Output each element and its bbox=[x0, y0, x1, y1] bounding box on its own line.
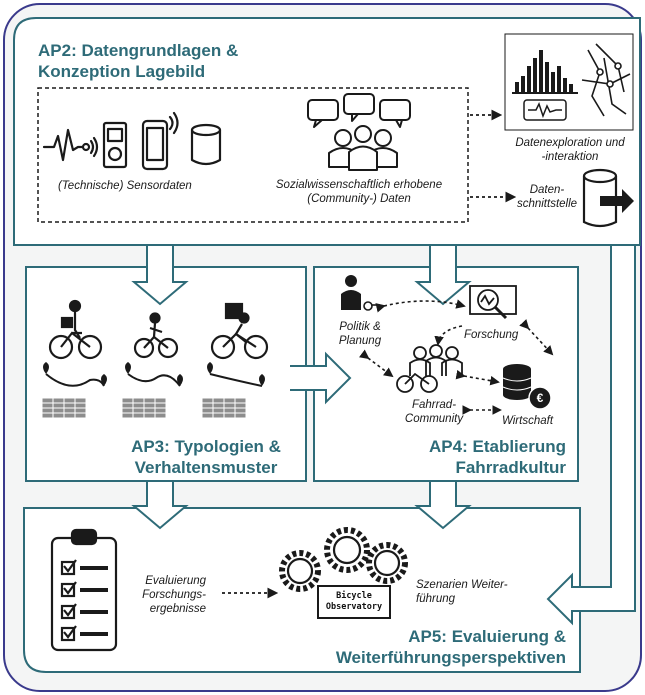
exploration-line1: Datenexploration und bbox=[515, 137, 625, 149]
ap5-box bbox=[23, 507, 581, 673]
observatory-box bbox=[317, 585, 391, 619]
wirtschaft-icon: € bbox=[502, 364, 552, 410]
ap4-title: AP4: Etablierung Fahrradkultur bbox=[400, 436, 566, 478]
ap2-box bbox=[13, 17, 641, 246]
arrow-ap3-ap5 bbox=[131, 482, 189, 530]
arrow-right-to-ap5 bbox=[546, 246, 636, 626]
clipboard-lines bbox=[80, 566, 108, 636]
community-people-icon bbox=[307, 93, 411, 171]
route-paths bbox=[45, 373, 263, 387]
exploration-label: Datenexploration und -interaktion bbox=[502, 136, 638, 164]
ap2-title-line1: AP2: Datengrundlagen & bbox=[38, 41, 239, 60]
politik-line2: Planung bbox=[338, 335, 382, 347]
location-pins bbox=[43, 362, 265, 386]
interface-line1: Daten- bbox=[529, 184, 565, 196]
ap5-title-line2: Weiterführungsperspektiven bbox=[335, 648, 566, 667]
mini-sensor-icon bbox=[523, 99, 567, 121]
ap4-title-line1: AP4: Etablierung bbox=[429, 437, 566, 456]
ap3-title-line1: AP3: Typologien & bbox=[131, 437, 281, 456]
eval-line2: Forschungs- bbox=[142, 589, 206, 601]
bar-chart-icon bbox=[512, 50, 578, 94]
arrow-ap4-ap5 bbox=[414, 482, 472, 530]
bicycle-commuter-icon bbox=[48, 299, 103, 360]
social-data-line2: (Community-) Daten bbox=[307, 193, 411, 205]
data-sources-dashed-box bbox=[37, 87, 469, 223]
community-line1: Fahrrad- bbox=[411, 399, 457, 411]
ap5-title: AP5: Evaluierung & Weiterführungsperspek… bbox=[300, 626, 566, 668]
interface-label: Daten- schnittstelle bbox=[512, 183, 582, 211]
ap5-title-line1: AP5: Evaluierung & bbox=[408, 627, 566, 646]
ap2-title: AP2: Datengrundlagen & Konzeption Lagebi… bbox=[38, 40, 238, 82]
observatory-line2: Observatory bbox=[325, 602, 383, 612]
actor-politik-label: Politik & Planung bbox=[330, 320, 390, 348]
szenarien-line2: führung bbox=[416, 593, 456, 605]
social-data-line1: Sozialwissenschaftlich erhobene bbox=[275, 179, 443, 191]
map-network-icon bbox=[581, 43, 631, 117]
sensor-label: (Technische) Sensordaten bbox=[58, 180, 192, 192]
ap4-title-line2: Fahrradkultur bbox=[455, 458, 566, 477]
sensor-icons bbox=[42, 111, 222, 171]
gears-icon bbox=[279, 527, 408, 592]
community-cyclist-icon bbox=[396, 344, 463, 393]
szenarien-line1: Szenarien Weiter- bbox=[416, 579, 508, 591]
ap3-title-line2: Verhaltensmuster bbox=[134, 458, 278, 477]
politik-line1: Politik & bbox=[339, 321, 381, 333]
ap3-title: AP3: Typologien & Verhaltensmuster bbox=[118, 436, 294, 478]
exploration-line2: -interaktion bbox=[541, 151, 599, 163]
actor-forschung-label: Forschung bbox=[464, 329, 519, 341]
actor-relations bbox=[358, 299, 554, 415]
community-line2: Community bbox=[404, 413, 464, 425]
eval-line3: ergebnisse bbox=[149, 603, 206, 615]
arrow-ap2-ap3 bbox=[131, 246, 189, 306]
eval-line1: Evaluierung bbox=[145, 575, 206, 587]
actor-wirtschaft-label: Wirtschaft bbox=[502, 415, 554, 427]
bicycle-observatory-label: Bicycle Observatory bbox=[318, 591, 390, 613]
ap2-title-line2: Konzeption Lagebild bbox=[38, 62, 206, 81]
bicycle-child-icon bbox=[133, 312, 179, 359]
scenarios-label: Szenarien Weiter- führung bbox=[416, 578, 508, 606]
actor-community-label: Fahrrad- Community bbox=[394, 398, 474, 426]
svg-text:€: € bbox=[537, 391, 544, 405]
forschung-icon bbox=[469, 285, 517, 320]
evaluation-label: Evaluierung Forschungs- ergebnisse bbox=[124, 574, 206, 616]
arrow-ap3-ap4 bbox=[290, 351, 352, 405]
clipboard-checklist-icon bbox=[50, 528, 118, 652]
interface-line2: schnittstelle bbox=[516, 198, 578, 210]
data-interface-icon bbox=[582, 168, 618, 228]
social-data-label: Sozialwissenschaftlich erhobene (Communi… bbox=[256, 178, 462, 206]
observatory-line1: Bicycle bbox=[336, 591, 372, 601]
bicycle-courier-icon bbox=[210, 302, 269, 360]
data-interface-arrow bbox=[600, 189, 634, 213]
